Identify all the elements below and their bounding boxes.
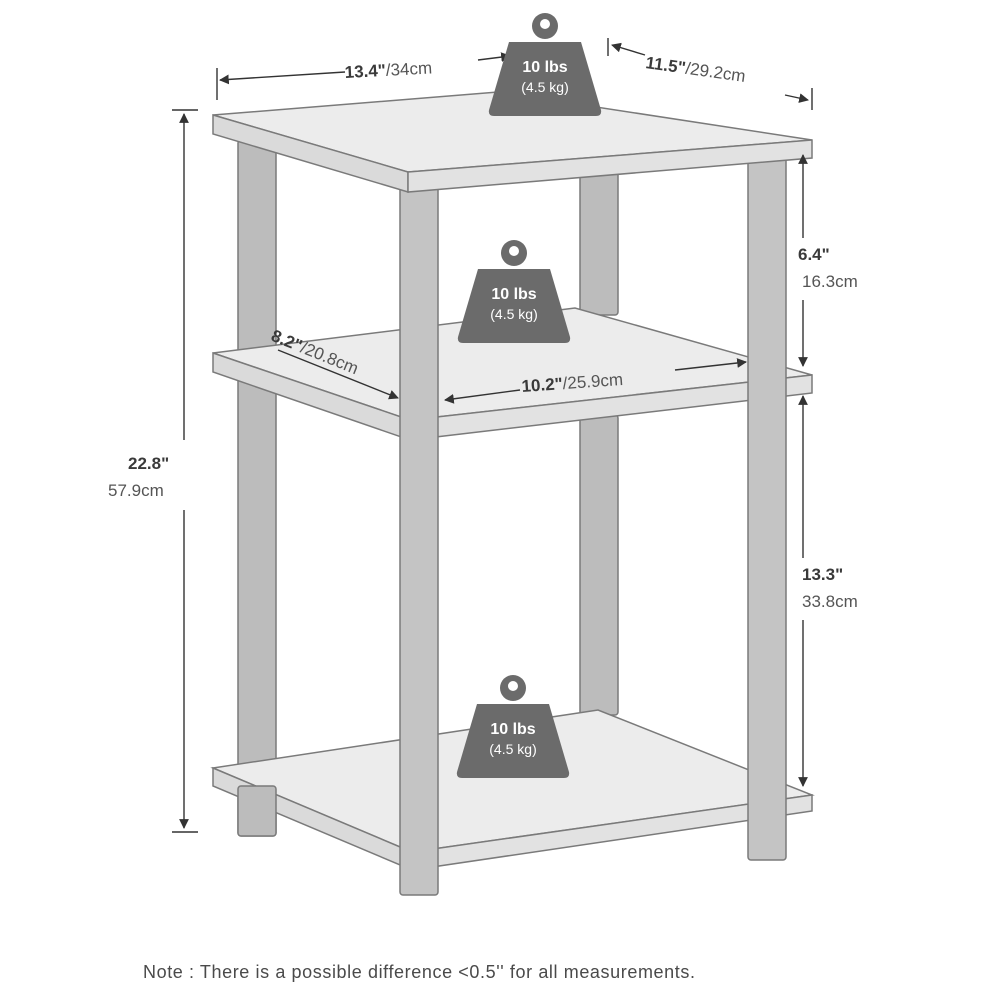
weight-icon-bottom: 10 lbs (4.5 kg) xyxy=(456,675,570,778)
top-width-label: 13.4"/34cm xyxy=(344,58,432,82)
top-depth-label: 11.5"/29.2cm xyxy=(644,53,746,86)
top-width-line xyxy=(219,71,346,85)
total-height-imperial: 22.8" xyxy=(128,454,169,473)
weight-kg: (4.5 kg) xyxy=(489,741,536,757)
back-right-post xyxy=(579,159,619,316)
back-left-leg xyxy=(237,785,277,837)
weight-icon-middle: 10 lbs (4.5 kg) xyxy=(457,240,571,343)
inner-depth-line xyxy=(277,349,399,400)
front-right-post xyxy=(747,149,787,861)
total-height-metric: 57.9cm xyxy=(108,481,164,500)
measurement-note: Note : There is a possible difference <0… xyxy=(143,962,696,982)
side-table xyxy=(210,91,815,896)
upper-gap-metric: 16.3cm xyxy=(802,272,858,291)
dimension-lines xyxy=(172,38,813,833)
upper-gap-imperial: 6.4" xyxy=(798,245,830,264)
back-left-post xyxy=(237,139,277,837)
weight-icon-top: 10 lbs (4.5 kg) xyxy=(488,13,602,116)
weight-lbs: 10 lbs xyxy=(522,59,567,76)
weight-lbs: 10 lbs xyxy=(490,721,535,738)
inner-width-line-right xyxy=(674,358,747,371)
inner-width-label: 10.2"/25.9cm xyxy=(521,370,624,396)
lower-gap-metric: 33.8cm xyxy=(802,592,858,611)
weight-kg: (4.5 kg) xyxy=(521,79,568,95)
front-left-post xyxy=(399,179,439,896)
lower-gap-imperial: 13.3" xyxy=(802,565,843,584)
back-right-post-lower xyxy=(579,414,619,716)
inner-width-line-left xyxy=(444,389,521,404)
top-shelf-side xyxy=(407,139,813,193)
weight-kg: (4.5 kg) xyxy=(490,306,537,322)
weight-lbs: 10 lbs xyxy=(491,286,536,303)
top-depth-line xyxy=(611,42,646,56)
